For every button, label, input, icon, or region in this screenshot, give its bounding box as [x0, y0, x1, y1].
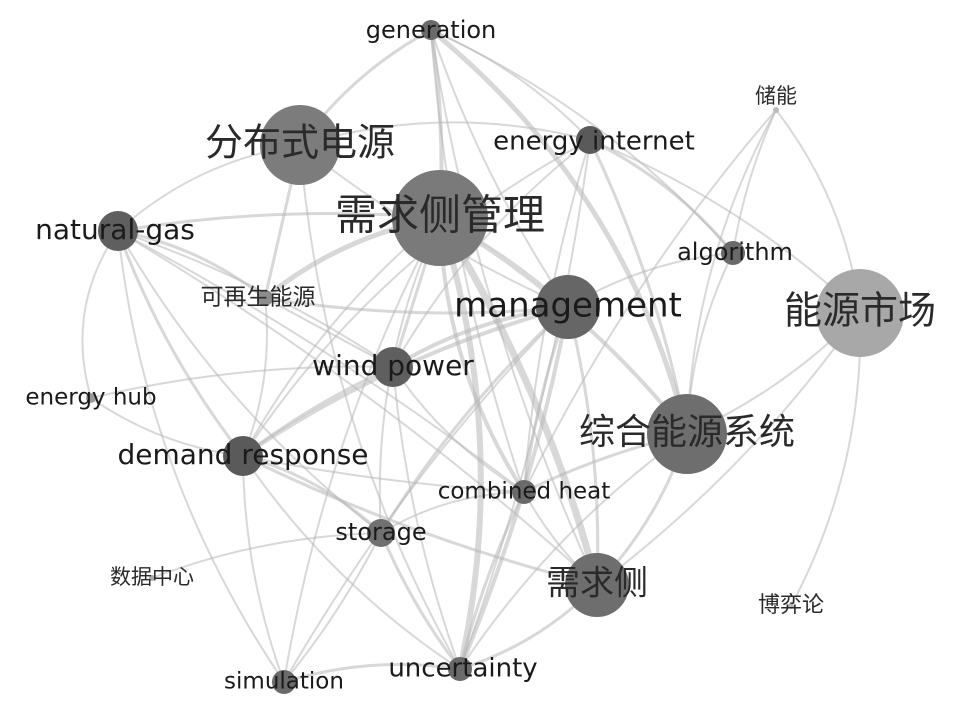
node-label-energy-market: 能源市场 [784, 289, 936, 333]
edge-natural_gas-demand_response [116, 229, 245, 458]
node-energy_market [816, 269, 904, 357]
node-chp [512, 480, 536, 504]
labels: generation 分布式电源 energy internet 储能 需求侧管… [25, 16, 936, 695]
edge-dist_power-uncertainty [299, 144, 461, 670]
nodes [86, 20, 904, 694]
edge-management-demand_side [566, 305, 600, 587]
edge-generation-ies [428, 27, 690, 437]
edge-demand_response-demand_side [241, 454, 599, 587]
edge-energy_market-game_theory [790, 312, 862, 607]
node-energy_internet [576, 126, 604, 154]
edge-energy_internet-ies [588, 138, 689, 436]
node-game_theory [788, 603, 794, 609]
edge-ies-uncertainty [459, 433, 688, 670]
edge-natural_gas-energy_hub [81, 230, 119, 399]
edge-storage-simulation [283, 532, 382, 683]
edge-natural_gas-demand_side [117, 230, 598, 586]
node-generation [421, 20, 441, 40]
edge-demand_response-simulation [242, 455, 285, 683]
node-label-algorithm: algorithm [677, 238, 793, 266]
node-uncertainty [448, 657, 472, 681]
node-label-natural-gas: natural-gas [35, 213, 195, 246]
edge-chp-uncertainty [458, 490, 526, 671]
edge-storage_cn-algorithm [732, 109, 777, 254]
node-label-simulation: simulation [224, 669, 344, 695]
node-ies [647, 394, 727, 474]
edge-demand_response-chp [242, 455, 525, 493]
node-data_center [149, 575, 155, 581]
edge-natural_gas-chp [117, 230, 525, 493]
edge-generation-management [430, 29, 569, 308]
node-label-energy-hub: energy hub [25, 385, 156, 411]
node-label-storage: storage [335, 518, 426, 546]
edge-renewable-demand_response [242, 297, 268, 457]
edge-energy_market-demand_side [596, 312, 861, 586]
edge-chp-storage [380, 491, 525, 534]
edge-wind_power-energy_hub [90, 365, 394, 399]
node-label-demand-response: demand response [117, 438, 368, 471]
edge-uncertainty-simulation [282, 662, 462, 684]
node-label-energy-internet: energy internet [493, 127, 695, 157]
edge-wind_power-demand_response [241, 365, 395, 458]
node-demand_response [223, 436, 263, 476]
edge-storage-uncertainty [379, 531, 462, 671]
node-label-storage-cn: 储能 [755, 84, 797, 108]
node-label-dist-power: 分布式电源 [205, 121, 395, 165]
edge-natural_gas-simulation [117, 230, 285, 683]
node-label-wind-power: wind power [312, 349, 474, 382]
node-dist_power [260, 105, 340, 185]
node-natural_gas [98, 211, 138, 251]
node-label-demand-side-mgmt: 需求侧管理 [335, 191, 545, 240]
node-label-game-theory: 博弈论 [758, 593, 824, 618]
node-demand_side [565, 553, 629, 617]
edge-renewable-management [263, 296, 570, 315]
node-wind_power [373, 347, 413, 387]
edge-energy_internet-demand_response [242, 139, 591, 457]
edge-generation-energy_internet [430, 29, 591, 141]
node-label-renewable: 可再生能源 [201, 285, 316, 311]
node-demand_side_mgmt [392, 170, 488, 266]
node-simulation [272, 670, 296, 694]
node-management [536, 275, 600, 339]
edge-natural_gas-wind_power [117, 230, 394, 368]
node-label-demand-side: 需求侧 [546, 564, 648, 604]
node-label-generation: generation [366, 16, 497, 44]
node-energy_hub [86, 393, 96, 403]
edge-demand_side_mgmt-simulation [283, 217, 441, 683]
edge-storage_cn-ies [686, 109, 777, 435]
node-label-ies: 综合能源系统 [579, 412, 795, 453]
edge-demand_side_mgmt-demand_side [436, 214, 601, 589]
node-algorithm [721, 241, 745, 265]
edge-storage_cn-chp [523, 109, 777, 493]
node-storage_cn [773, 107, 779, 113]
edge-wind_power-chp [392, 366, 525, 493]
edge-management-simulation [283, 306, 569, 683]
node-renewable [257, 290, 273, 306]
node-label-uncertainty: uncertainty [388, 654, 537, 684]
edge-storage-data_center [151, 532, 382, 579]
edge-demand_response-uncertainty [242, 455, 461, 670]
node-storage [367, 519, 395, 547]
edge-wind_power-uncertainty [392, 366, 461, 670]
edge-energy_internet-algorithm [588, 138, 735, 255]
node-label-data-center: 数据中心 [110, 565, 194, 589]
edge-demand_side_mgmt-uncertainty [437, 215, 484, 672]
node-label-chp: combined heat [438, 479, 611, 505]
node-label-management: management [454, 286, 682, 326]
